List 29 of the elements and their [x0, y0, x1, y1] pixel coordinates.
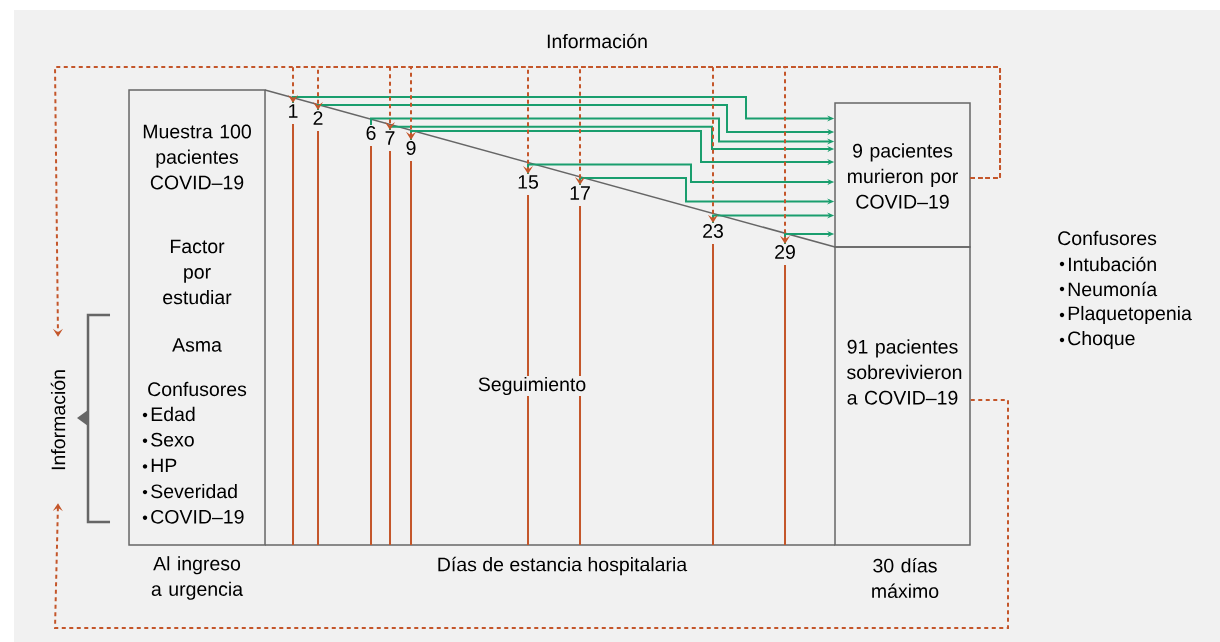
- box-text: Muestra 100 pacientes COVID–19: [143, 124, 251, 190]
- text-label: Confusores: [1058, 230, 1157, 246]
- outcome-box: 9 pacientes murieron por COVID–19: [834, 102, 971, 248]
- box-text: Confusores: [148, 381, 247, 397]
- bullet-item: Edad: [142, 406, 195, 422]
- day-number: 15: [518, 175, 539, 189]
- bullet-item: Neumonía: [1059, 281, 1158, 297]
- day-number: 1: [289, 104, 298, 118]
- bullet-item: Plaquetopenia: [1059, 305, 1192, 325]
- bullet-item: Severidad: [142, 483, 237, 499]
- bullet-item: Intubación: [1059, 256, 1156, 272]
- day-number: 6: [366, 126, 376, 140]
- day-number: 2: [313, 111, 323, 125]
- outcome-box: 91 pacientes sobrevivieron a COVID–19: [834, 246, 971, 546]
- bullet-item: HP: [142, 458, 177, 473]
- box-text: Factor por estudiar: [163, 239, 232, 305]
- bullet-item: Choque: [1059, 330, 1135, 350]
- box-text: Asma: [172, 338, 222, 352]
- day-number: 7: [385, 131, 395, 145]
- caption-text: 30 días máximo: [872, 558, 939, 598]
- day-number: 23: [703, 224, 723, 238]
- side-label: Información: [50, 370, 66, 470]
- dotted-arrow: [52, 399, 1009, 629]
- bullet-item: Sexo: [142, 432, 194, 447]
- caption-text: Al ingreso a urgencia: [151, 556, 244, 600]
- day-number: 29: [775, 245, 795, 259]
- day-number: 17: [570, 186, 590, 200]
- day-number: 9: [406, 141, 416, 155]
- bullet-item: COVID–19: [142, 509, 244, 524]
